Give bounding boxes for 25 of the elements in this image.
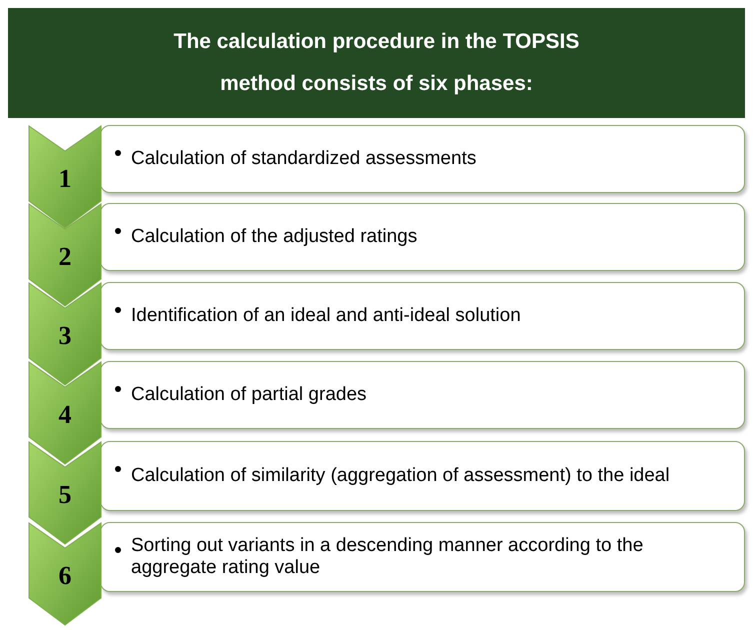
chevron-step (28, 441, 102, 545)
step-text: Identification of an ideal and anti-ideal solution (131, 305, 521, 327)
chevron-step (28, 522, 102, 626)
step-number: 6 (58, 560, 72, 592)
chevron-step (28, 361, 102, 465)
step-number: 2 (58, 241, 72, 273)
step-number: 4 (58, 399, 72, 431)
step-box (100, 203, 745, 271)
chevron-step (28, 203, 102, 307)
step-number: 1 (58, 163, 72, 195)
step-box (100, 282, 745, 350)
step-text: Sorting out variants in a descending manner according to the aggregate rating value (131, 535, 644, 579)
step-text: Calculation of similarity (aggregation of assessment) to the ideal (131, 465, 670, 487)
step-box (100, 522, 745, 592)
step-number: 3 (58, 320, 72, 352)
step-box (100, 361, 745, 429)
step-box (100, 125, 745, 193)
title: The calculation procedure in the TOPSIS method consists of six phases: (172, 29, 580, 97)
step-number: 5 (58, 479, 72, 511)
step-box (100, 441, 745, 511)
step-text: Calculation of standardized assessments (131, 148, 476, 170)
chevron-step (28, 282, 102, 386)
step-text: Calculation of partial grades (131, 384, 367, 406)
step-text: Calculation of the adjusted ratings (131, 226, 418, 248)
chevron-step (28, 125, 102, 229)
